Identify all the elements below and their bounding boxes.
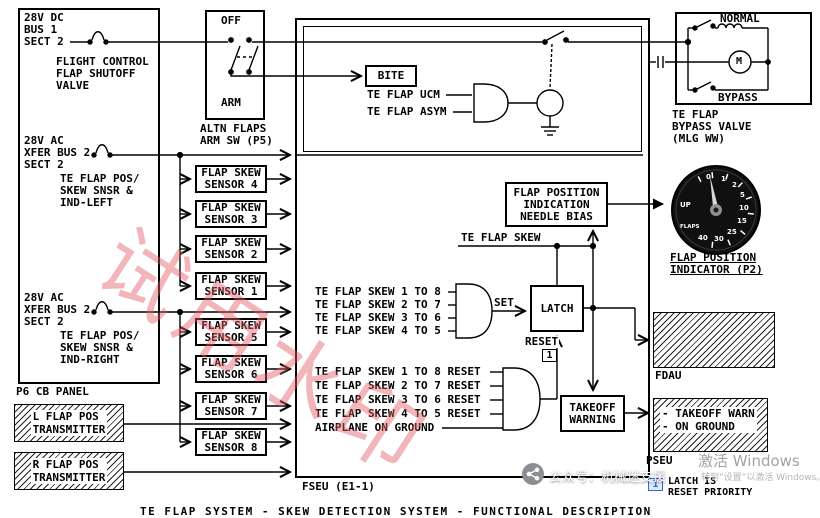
activate-windows-text: 激活 Windows xyxy=(698,452,800,470)
gauge-mark-0: 0 xyxy=(706,173,711,181)
altn-arm-switch-box xyxy=(205,10,265,120)
gauge-mark-5: 5 xyxy=(740,191,745,199)
sensor-box-8: FLAP SKEW SENSOR 8 xyxy=(195,428,267,456)
latch-box: LATCH xyxy=(530,285,584,332)
gauge-needle xyxy=(709,175,720,215)
airplane-on-ground-label: AIRPLANE ON GROUND xyxy=(315,421,435,434)
valve-bypass-label: BYPASS xyxy=(718,91,758,104)
reset-line-1: TE FLAP SKEW 1 TO 8 RESET xyxy=(315,365,481,378)
bus2-load-label: TE FLAP POS/ SKEW SNSR & IND-LEFT xyxy=(60,172,140,209)
bite-box: BITE xyxy=(365,65,417,87)
sensor-box-6: FLAP SKEW SENSOR 6 xyxy=(195,355,267,383)
bypass-valve-box xyxy=(675,12,812,105)
set-line-2: TE FLAP SKEW 2 TO 7 xyxy=(315,298,441,311)
set-label: SET xyxy=(494,296,514,309)
l-transmitter-box: L FLAP POS TRANSMITTER xyxy=(14,404,124,442)
flap-indicator-label: FLAP POSITION INDICATOR (P2) xyxy=(670,251,763,276)
flap-position-gauge xyxy=(671,165,761,255)
asym-signal-label: TE FLAP ASYM xyxy=(367,105,447,118)
needle-bias-box: FLAP POSITION INDICATION NEEDLE BIAS xyxy=(505,182,608,227)
activate-windows-subtext: 转到“设置”以激活 Windows。 xyxy=(701,473,820,483)
bus1-load-label: FLIGHT CONTROL FLAP SHUTOFF VALVE xyxy=(56,55,149,92)
set-line-1: TE FLAP SKEW 1 TO 8 xyxy=(315,285,441,298)
fseu-label: FSEU (E1-1) xyxy=(302,480,375,493)
share-icon[interactable] xyxy=(522,463,544,485)
gauge-mark-2: 2 xyxy=(732,181,737,189)
pseu-signals-label: - TAKEOFF WARN - ON GROUND xyxy=(660,407,757,433)
ucm-signal-label: TE FLAP UCM xyxy=(367,88,440,101)
gauge-up-label: UP xyxy=(680,201,691,209)
gauge-mark-10: 10 xyxy=(739,204,749,212)
fdau-label: FDAU xyxy=(655,369,682,382)
bus1-label: 28V DC BUS 1 SECT 2 xyxy=(24,11,64,48)
bus2-label: 28V AC XFER BUS 2 SECT 2 xyxy=(24,134,91,171)
reset-priority-flag: 1 xyxy=(542,349,557,362)
diagram-caption: TE FLAP SYSTEM - SKEW DETECTION SYSTEM -… xyxy=(140,505,652,518)
gauge-dial-markings: 0 1 2 5 10 15 25 30 40 UP FLAPS xyxy=(672,166,760,254)
pseu-box: - TAKEOFF WARN - ON GROUND xyxy=(653,398,768,452)
gauge-mark-40: 40 xyxy=(698,234,708,242)
bypass-valve-label: TE FLAP BYPASS VALVE (MLG WW) xyxy=(672,108,752,145)
pseu-label: PSEU xyxy=(646,454,673,467)
gauge-mark-1: 1 xyxy=(721,175,726,183)
sensor-box-2: FLAP SKEW SENSOR 2 xyxy=(195,235,267,263)
gauge-mark-30: 30 xyxy=(714,235,724,243)
reset-line-2: TE FLAP SKEW 2 TO 7 RESET xyxy=(315,379,481,392)
gauge-mark-25: 25 xyxy=(727,228,737,236)
te-flap-skew-label: TE FLAP SKEW xyxy=(460,231,542,244)
switch-arm-label: ARM xyxy=(221,96,241,109)
latch-note: LATCH IS RESET PRIORITY xyxy=(668,476,753,498)
gauge-flaps-label: FLAPS xyxy=(680,224,700,230)
fdau-box xyxy=(653,312,775,368)
motor-label: M xyxy=(736,56,743,67)
takeoff-warning-box: TAKEOFF WARNING xyxy=(560,395,625,432)
sensor-box-4: FLAP SKEW SENSOR 4 xyxy=(195,165,267,193)
wechat-watermark: 公众号：机械迷支援 xyxy=(549,470,667,485)
set-line-3: TE FLAP SKEW 3 TO 6 xyxy=(315,311,441,324)
switch-off-label: OFF xyxy=(221,14,241,27)
sensor-box-3: FLAP SKEW SENSOR 3 xyxy=(195,200,267,228)
reset-label: RESET xyxy=(524,335,560,348)
arm-switch-label: ALTN FLAPS ARM SW (P5) xyxy=(200,122,273,147)
r-transmitter-label: R FLAP POS TRANSMITTER xyxy=(30,458,108,484)
l-transmitter-label: L FLAP POS TRANSMITTER xyxy=(30,410,108,436)
sensor-box-7: FLAP SKEW SENSOR 7 xyxy=(195,392,267,420)
bus3-load-label: TE FLAP POS/ SKEW SNSR & IND-RIGHT xyxy=(60,329,140,366)
sensor-box-5: FLAP SKEW SENSOR 5 xyxy=(195,318,267,346)
gauge-mark-15: 15 xyxy=(737,217,747,225)
sensor-box-1: FLAP SKEW SENSOR 1 xyxy=(195,272,267,300)
valve-normal-label: NORMAL xyxy=(720,12,760,25)
fseu-inner-box xyxy=(303,26,642,152)
reset-line-4: TE FLAP SKEW 4 TO 5 RESET xyxy=(315,407,481,420)
reset-line-3: TE FLAP SKEW 3 TO 6 RESET xyxy=(315,393,481,406)
r-transmitter-box: R FLAP POS TRANSMITTER xyxy=(14,452,124,490)
note-flag[interactable]: 1 xyxy=(648,478,663,491)
set-line-4: TE FLAP SKEW 4 TO 5 xyxy=(315,324,441,337)
bus3-label: 28V AC XFER BUS 2 SECT 2 xyxy=(24,291,91,328)
p6-panel-label: P6 CB PANEL xyxy=(16,385,89,398)
p6-cb-panel-box xyxy=(18,8,160,384)
fseu-box xyxy=(295,18,650,478)
